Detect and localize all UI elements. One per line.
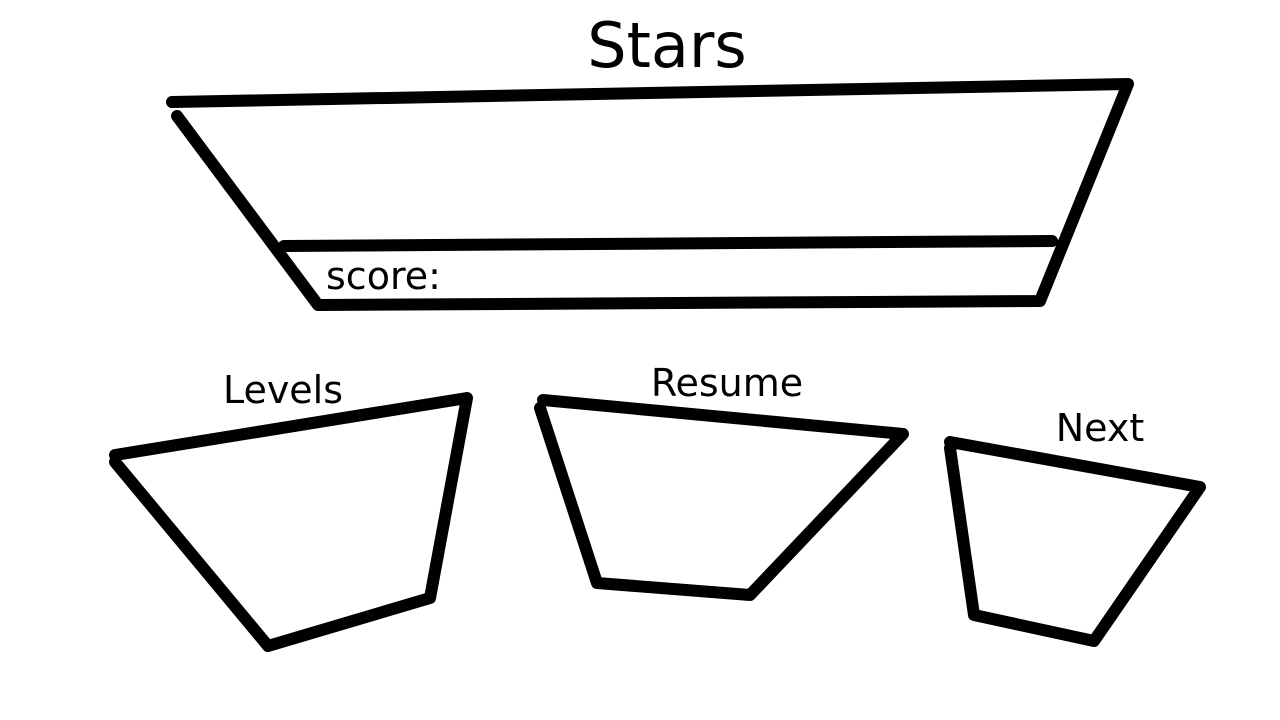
- score-label: score:: [326, 254, 441, 298]
- resume-button-label: Resume: [651, 361, 803, 405]
- score-divider: [278, 235, 1058, 252]
- next-button[interactable]: Next: [944, 406, 1206, 647]
- resume-button-shape[interactable]: [534, 394, 909, 601]
- resume-button[interactable]: Resume: [534, 361, 909, 601]
- next-button-shape[interactable]: [944, 436, 1206, 647]
- game-title: Stars: [587, 9, 746, 82]
- stars-panel-frame: [166, 78, 1134, 311]
- levels-button-shape[interactable]: [109, 392, 473, 652]
- levels-button[interactable]: Levels: [109, 368, 473, 652]
- levels-button-label: Levels: [223, 368, 343, 412]
- next-button-label: Next: [1056, 406, 1145, 450]
- stars-panel: score:: [166, 78, 1134, 311]
